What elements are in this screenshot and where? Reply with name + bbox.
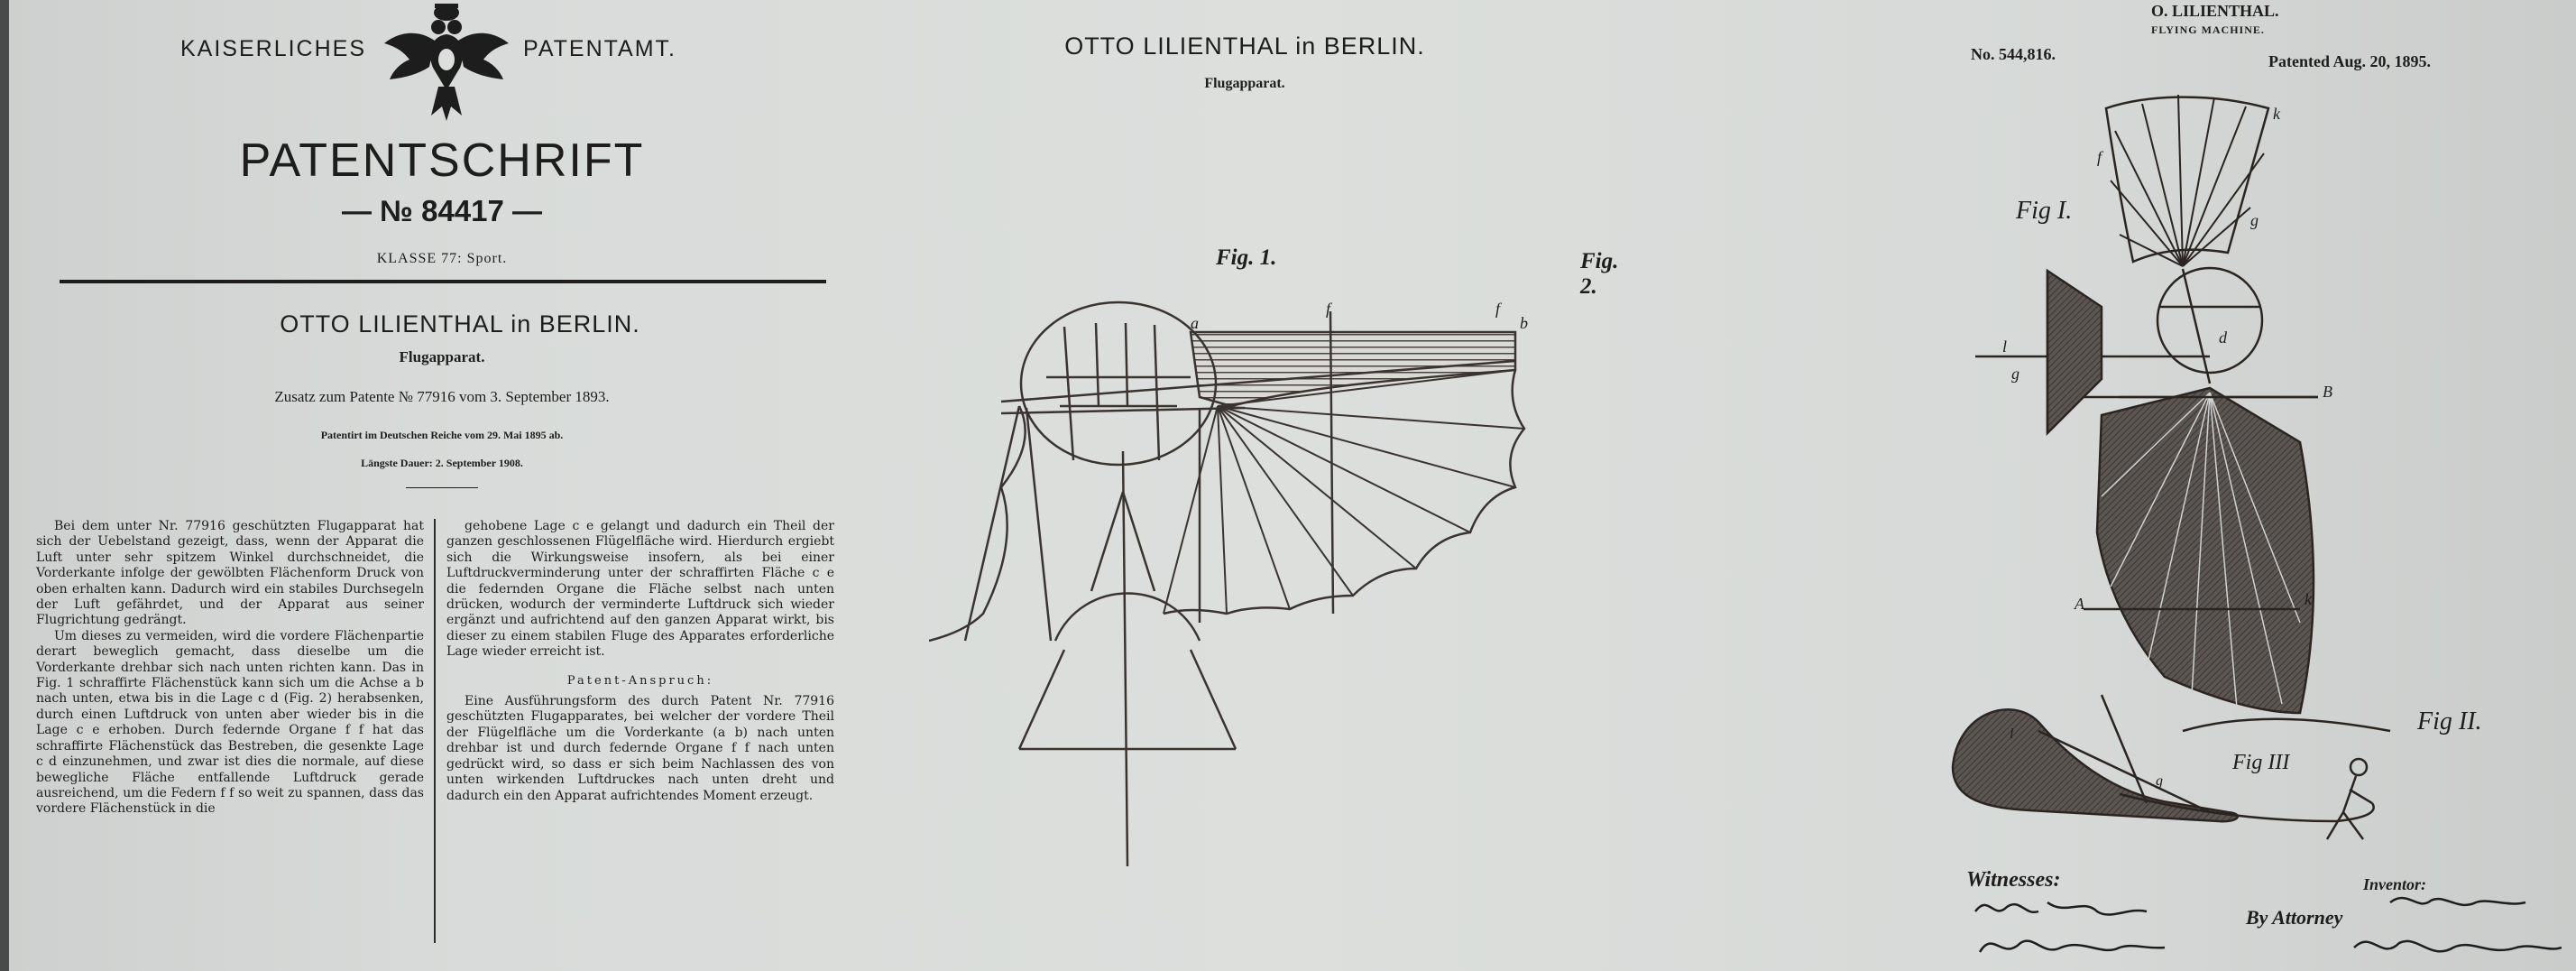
fig-iii-label: Fig III	[2232, 751, 2290, 774]
patented-date: Patented Aug. 20, 1895.	[2268, 52, 2431, 70]
imperial-eagle-icon	[384, 4, 509, 121]
svg-text:a: a	[1191, 314, 1199, 332]
glider-drawing-fig1-fig2: l g A k B k f g d l g	[1951, 94, 2391, 840]
subject-line: Flugapparat.	[399, 348, 485, 365]
svg-text:g: g	[2156, 773, 2163, 789]
svg-text:k: k	[2305, 590, 2313, 608]
svg-text:l: l	[2002, 338, 2007, 356]
drawing-subject-line: Flugapparat.	[1204, 76, 1285, 91]
patent-number-us: No. 544,816.	[1971, 45, 2056, 63]
fig-i-label: Fig I.	[2016, 197, 2073, 225]
svg-text:f: f	[2097, 148, 2104, 166]
svg-text:f: f	[1495, 300, 1503, 318]
drawing-author-line: OTTO LILIENTHAL in BERLIN.	[1064, 32, 1425, 60]
claim-paragraph: Eine Ausführungsform des durch Patent Nr…	[446, 694, 834, 803]
header-patentamt: PATENTAMT.	[523, 36, 676, 61]
left-column: Bei dem unter Nr. 77916 geschützten Flug…	[36, 519, 424, 818]
left-paragraph: Bei dem unter Nr. 77916 geschützten Flug…	[36, 519, 424, 628]
fig1-label: Fig. 1.	[1216, 245, 1277, 270]
glider-drawing-fig1: a f f b c d e	[929, 300, 1528, 867]
svg-text:f: f	[1326, 300, 1333, 318]
patentschrift-panel: KAISERLICHES PATENTAMT. PATENTSCHRIFT — …	[36, 0, 848, 971]
svg-text:l: l	[2010, 726, 2014, 742]
patentirt-line: Patentirt im Deutschen Reiche vom 29. Ma…	[320, 429, 564, 441]
short-divider	[406, 487, 478, 488]
fig2-label: Fig. 2.	[1580, 249, 1619, 299]
author-line: OTTO LILIENTHAL in BERLIN.	[280, 310, 640, 338]
svg-text:d: d	[2219, 328, 2228, 347]
svg-text:g: g	[2250, 211, 2259, 229]
right-paragraph: gehobene Lage c e gelangt und dadurch ei…	[446, 519, 834, 660]
inventor-label: Inventor:	[2363, 875, 2427, 893]
invention-title: FLYING MACHINE.	[2151, 23, 2265, 36]
display-frame-edge	[0, 0, 9, 971]
patent-number: — № 84417 —	[341, 194, 543, 227]
inventor-name: O. LILIENTHAL.	[2151, 2, 2279, 20]
body-columns: Bei dem unter Nr. 77916 geschützten Flug…	[36, 519, 834, 943]
svg-text:k: k	[2273, 105, 2281, 123]
header-rule	[60, 280, 826, 283]
svg-text:B: B	[2323, 383, 2332, 401]
svg-text:b: b	[1520, 314, 1528, 332]
drawing-sheet-panel: OTTO LILIENTHAL in BERLIN. Flugapparat. …	[929, 0, 1618, 971]
us-patent-panel: O. LILIENTHAL. FLYING MACHINE. No. 544,8…	[1939, 0, 2562, 971]
svg-text:g: g	[2011, 365, 2019, 383]
right-column: gehobene Lage c e gelangt und dadurch ei…	[446, 519, 834, 804]
left-paragraph: Um dieses zu vermeiden, wird die vordere…	[36, 628, 424, 817]
header-kaiserliches: KAISERLICHES	[180, 36, 367, 61]
fig-ii-label: Fig II.	[2417, 707, 2482, 735]
column-divider	[434, 519, 436, 943]
klasse-line: KLASSE 77: Sport.	[376, 251, 508, 266]
zusatz-line: Zusatz zum Patente № 77916 vom 3. Septem…	[274, 388, 610, 405]
claim-heading: Patent-Anspruch:	[566, 673, 714, 688]
handwritten-signatures-icon	[1974, 896, 2562, 953]
witnesses-label: Witnesses:	[1966, 868, 2061, 892]
patentschrift-title: PATENTSCHRIFT	[239, 134, 645, 187]
laengste-dauer-line: Längste Dauer: 2. September 1908.	[361, 457, 523, 469]
svg-text:A: A	[2074, 595, 2085, 613]
by-attorney-label: By Attorney	[2246, 906, 2343, 929]
